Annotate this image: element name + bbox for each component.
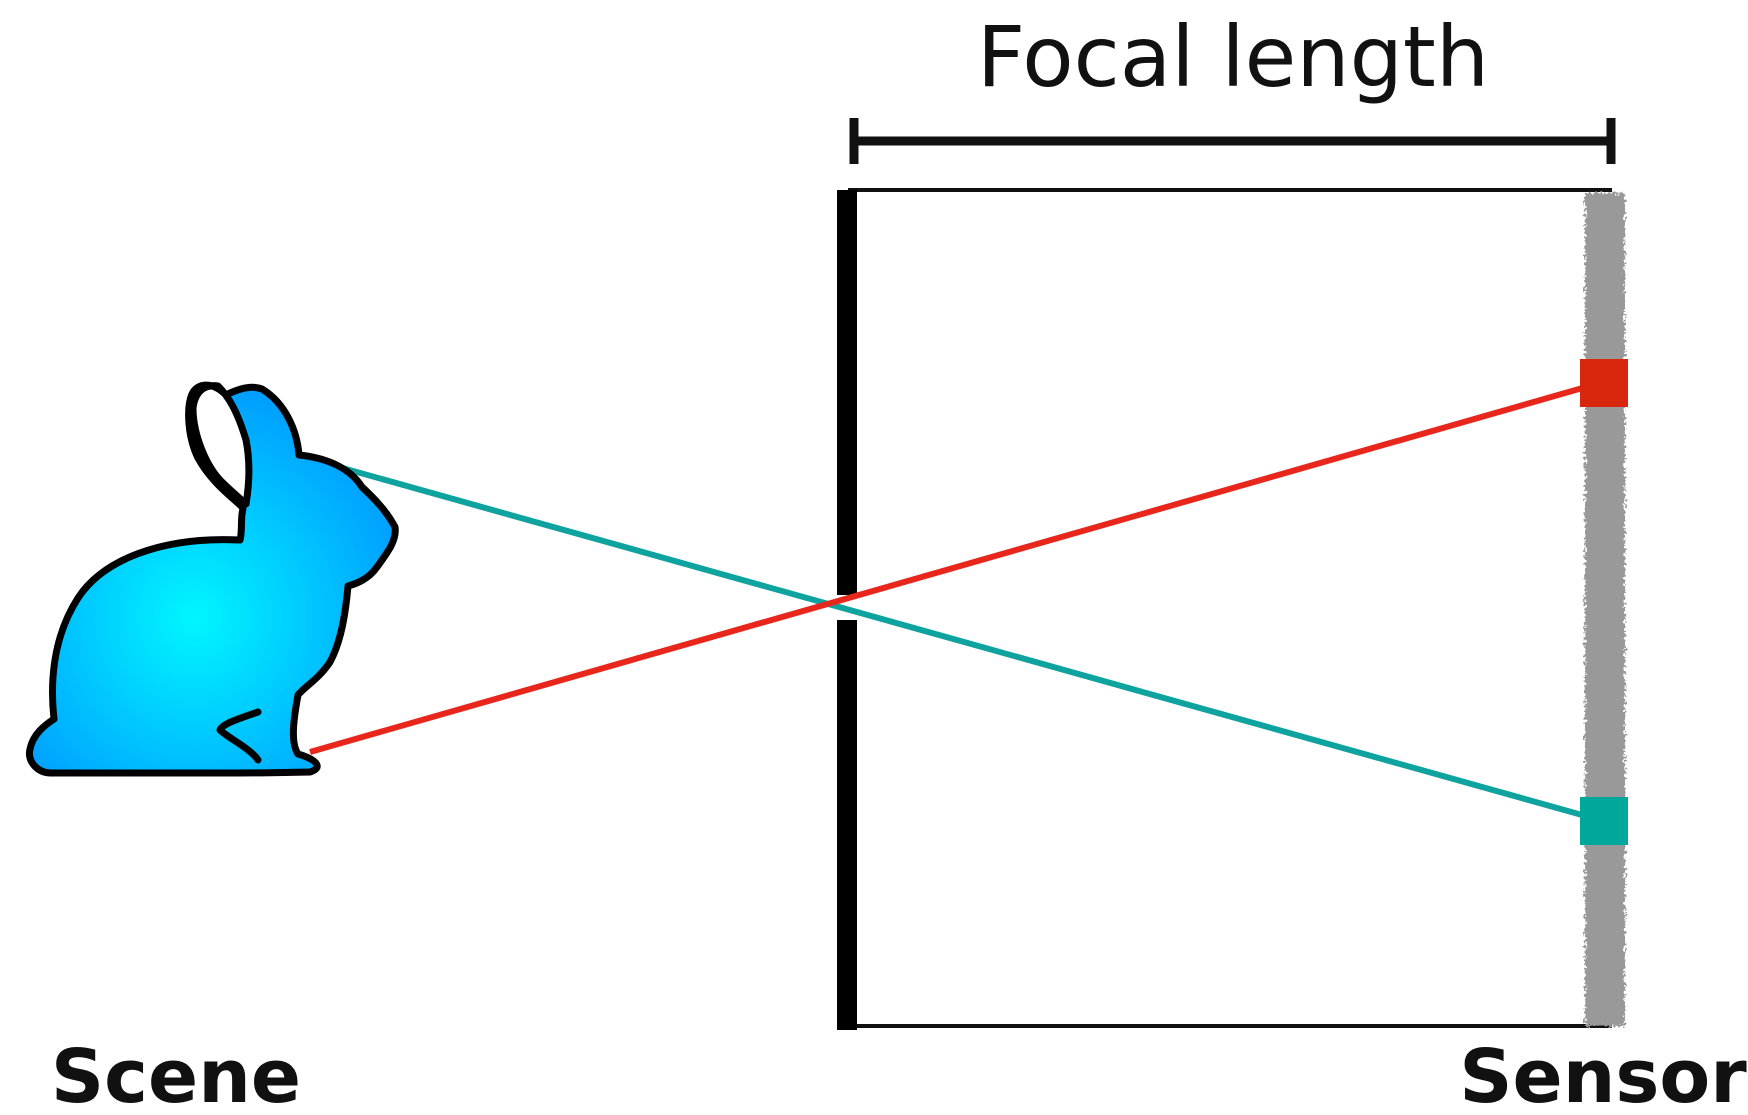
focal-length-label: Focal length <box>977 8 1489 106</box>
bunny-foot-detail <box>216 708 262 764</box>
bunny-icon <box>26 381 399 777</box>
sensor-strip <box>1585 193 1625 1026</box>
teal-sensor-pixel <box>1580 797 1628 845</box>
red-ray <box>309 380 1601 755</box>
red-sensor-pixel <box>1580 359 1628 407</box>
teal-ray <box>295 452 1601 823</box>
camera-box-outline <box>848 188 1612 1028</box>
focal-length-bracket <box>849 118 1616 164</box>
scene-label: Scene <box>51 1034 301 1115</box>
sensor-label: Sensor <box>1459 1034 1747 1115</box>
